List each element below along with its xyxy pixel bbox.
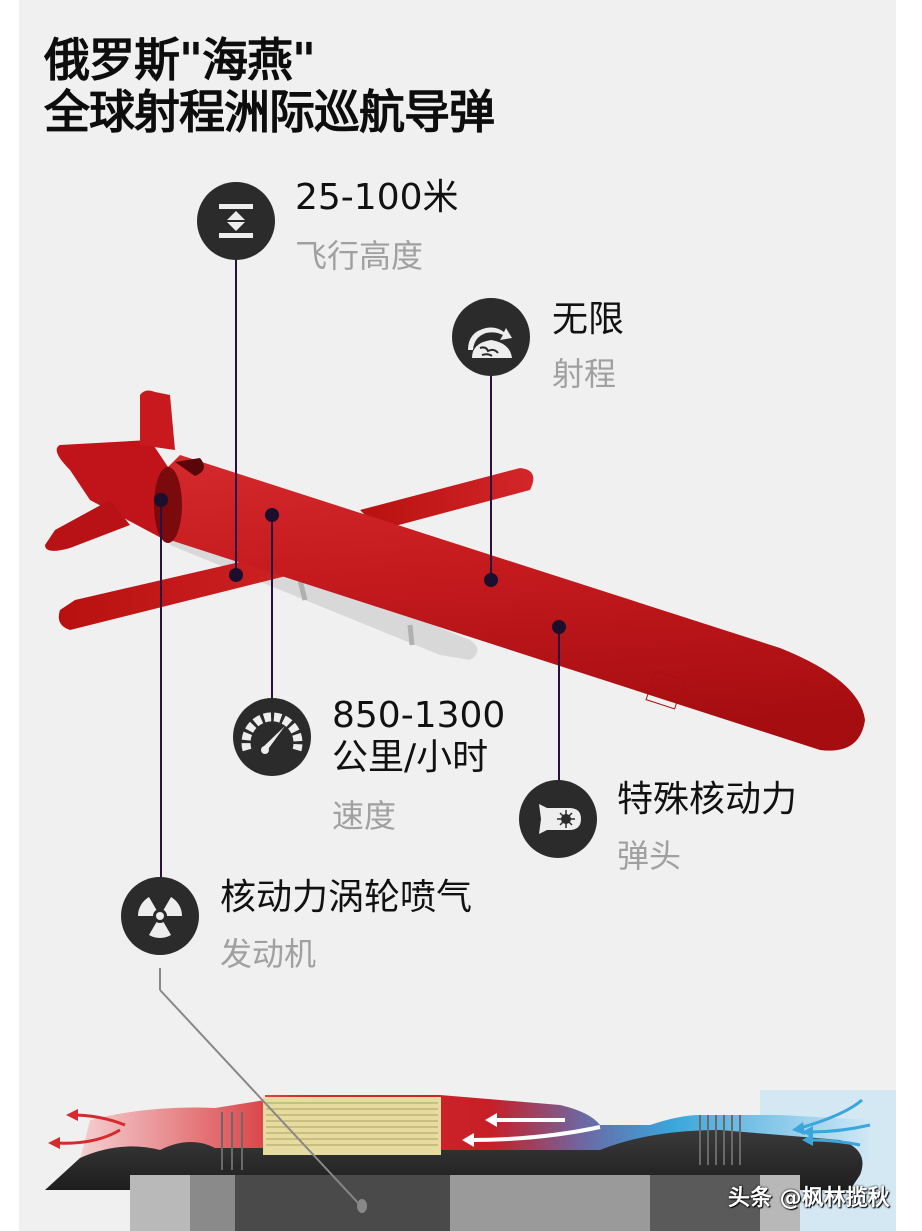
- watermark: 头条 @枫林揽秋: [728, 1186, 890, 1211]
- globe-range-icon: [452, 298, 530, 376]
- warhead-label: 弹头: [617, 837, 682, 875]
- warhead-value: 特殊核动力: [617, 779, 798, 820]
- speed-anchor-dot: [265, 508, 279, 522]
- speed-value-line-1: 850-1300: [332, 695, 506, 736]
- warhead-leader-line: [558, 627, 560, 782]
- engine-value: 核动力涡轮喷气: [220, 877, 473, 918]
- speed-leader-line: [271, 515, 273, 700]
- range-anchor-dot: [484, 573, 498, 587]
- engine-leader-line: [160, 500, 162, 878]
- speedometer-icon: [233, 698, 311, 776]
- engine-anchor-dot: [154, 493, 168, 507]
- range-value: 无限: [552, 299, 625, 340]
- altitude-anchor-dot: [229, 568, 243, 582]
- engine-cutaway-diagram: [45, 968, 896, 1231]
- title-line-2: 全球射程洲际巡航导弹: [44, 85, 495, 139]
- title-line-1: 俄罗斯"海燕": [44, 33, 316, 87]
- range-label: 射程: [552, 355, 617, 393]
- warhead-icon: [519, 780, 597, 858]
- speed-value-line-2: 公里/小时: [332, 737, 489, 778]
- altitude-value: 25-100米: [295, 177, 459, 218]
- engine-label: 发动机: [220, 935, 317, 973]
- warhead-anchor-dot: [552, 620, 566, 634]
- radiation-icon: [121, 877, 199, 955]
- speed-label: 速度: [332, 797, 397, 835]
- altitude-leader-line: [235, 255, 237, 575]
- altitude-icon: [197, 182, 275, 260]
- range-leader-line: [490, 375, 492, 580]
- altitude-label: 飞行高度: [295, 237, 424, 275]
